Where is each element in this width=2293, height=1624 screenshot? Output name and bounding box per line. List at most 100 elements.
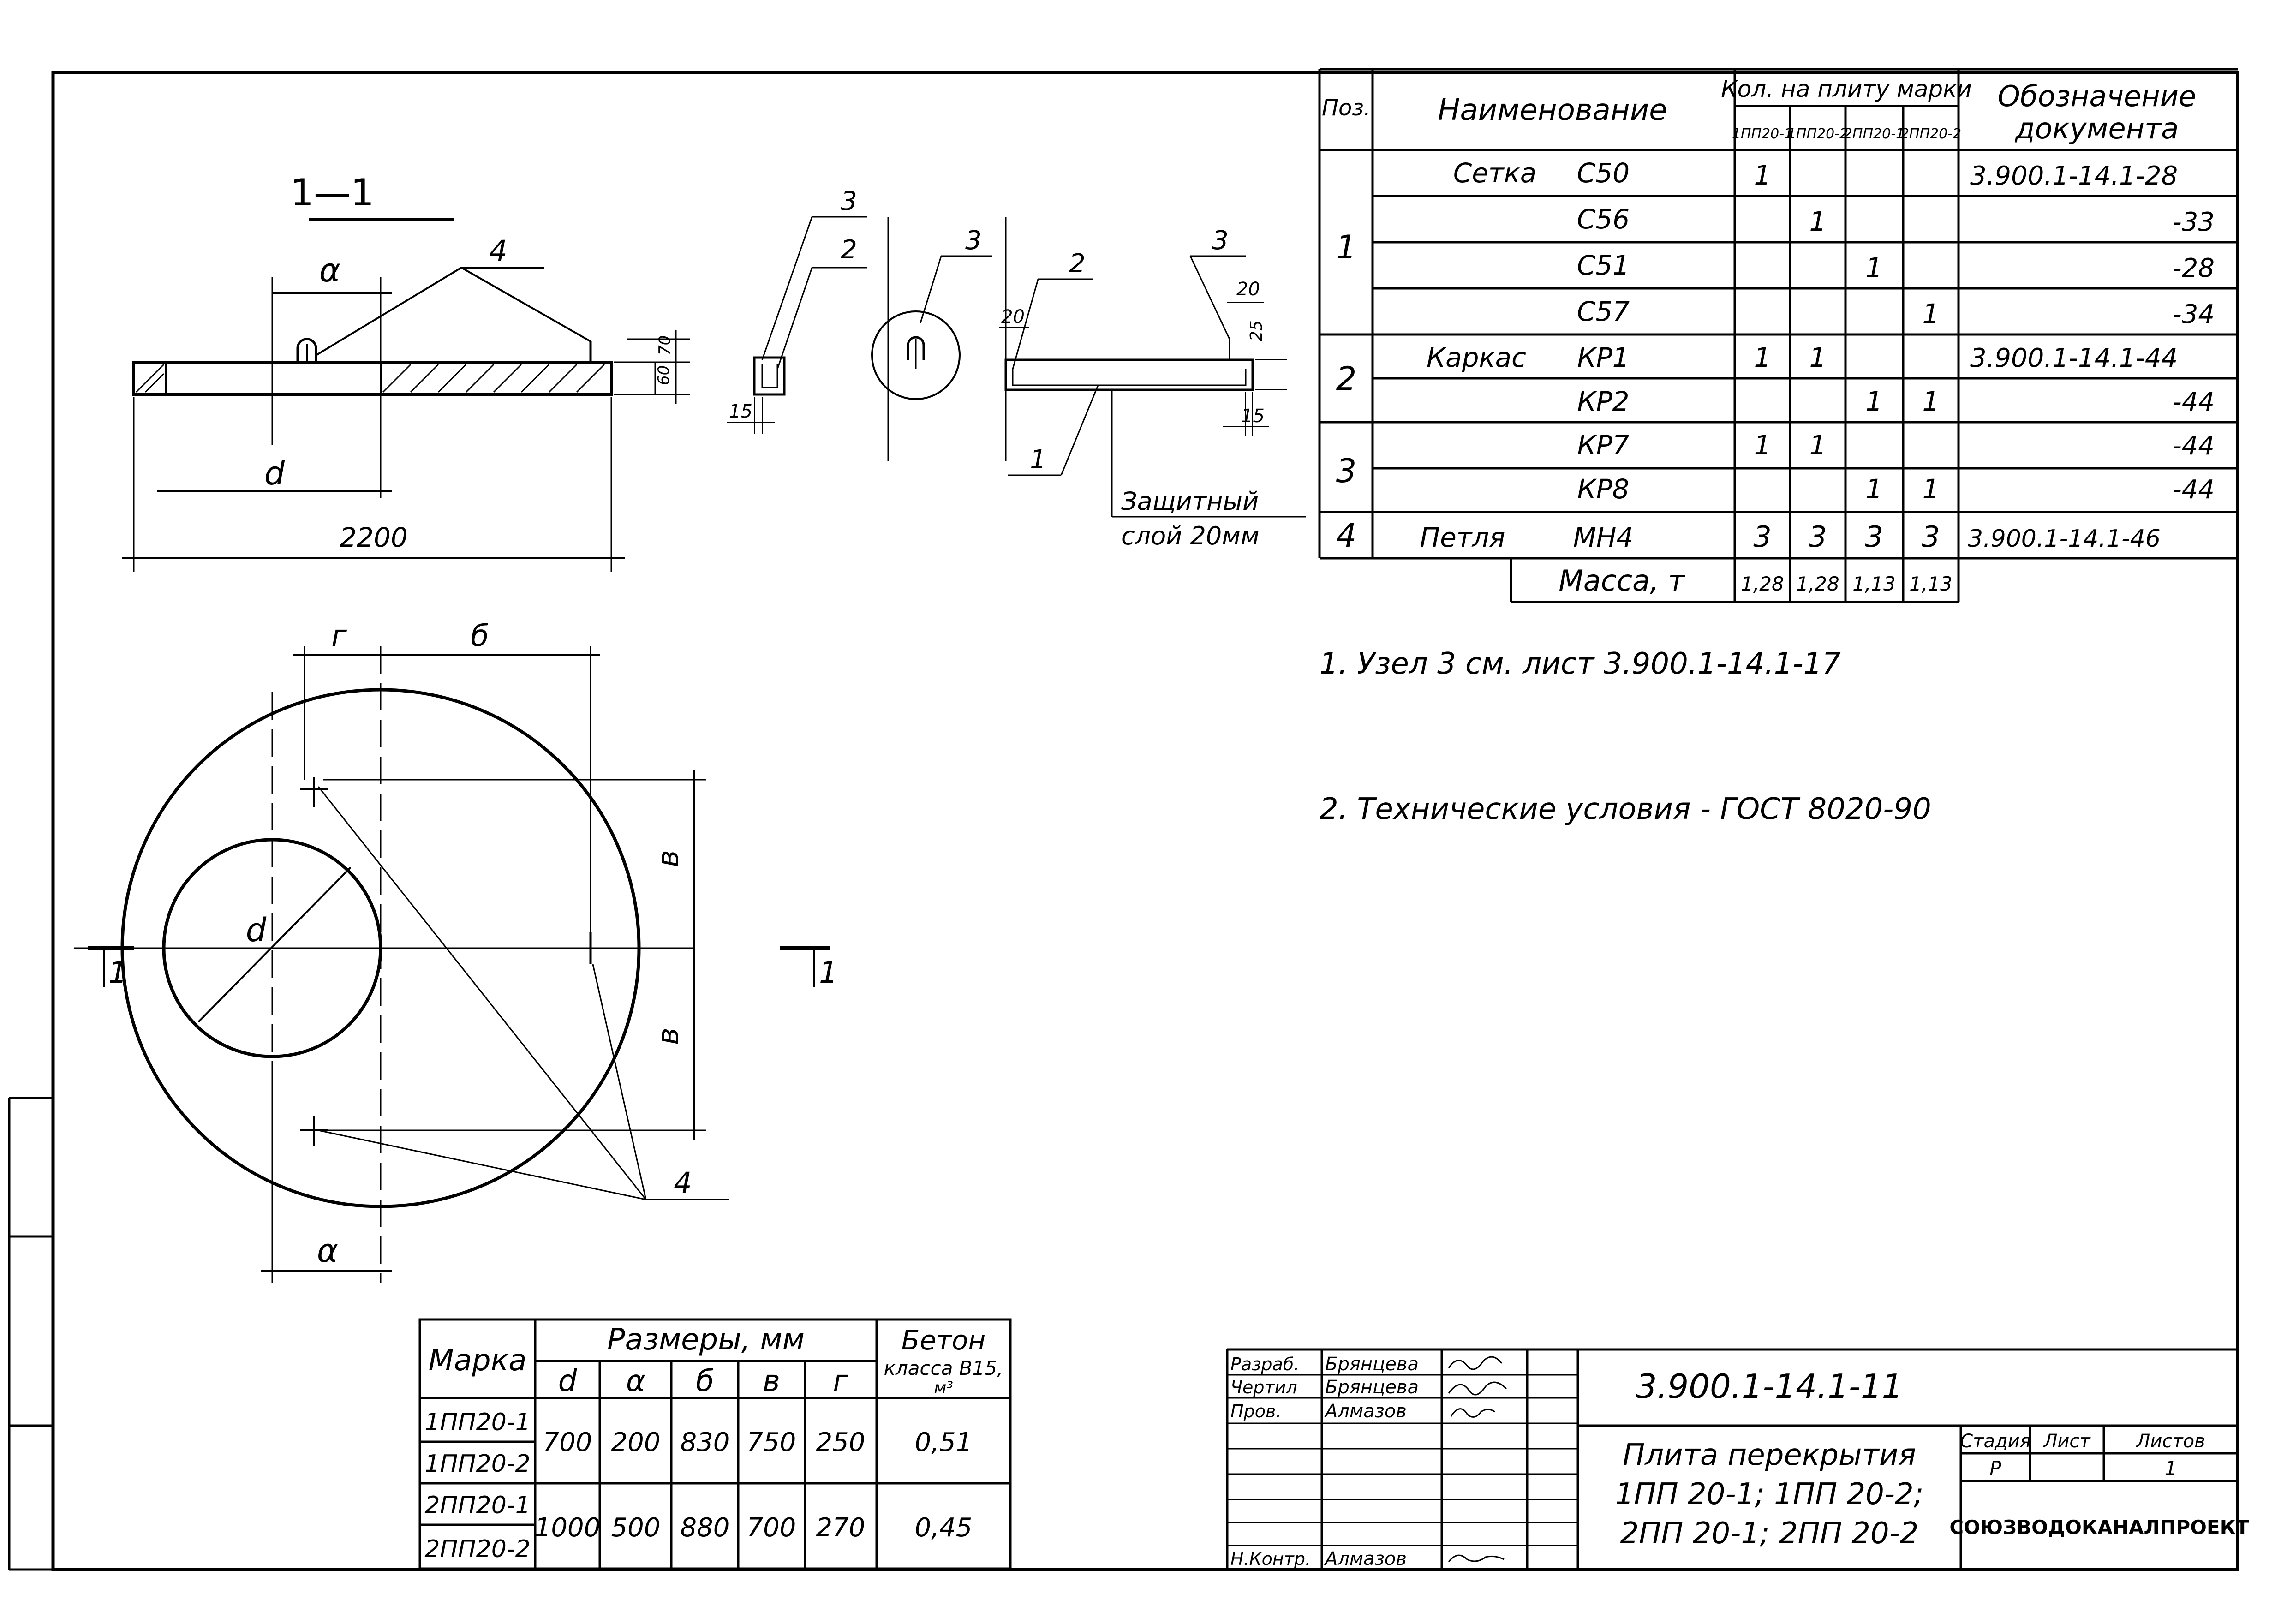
section-mark-right: 1 bbox=[819, 956, 838, 990]
spec-qty: 3 bbox=[1865, 520, 1883, 554]
tb-org: СОЮЗВОДОКАНАЛПРОЕКТ bbox=[1949, 1516, 2249, 1539]
plan-view: d г б в в α 1 1 4 bbox=[74, 619, 838, 1283]
dims-h-mark: Марка bbox=[429, 1343, 527, 1378]
spec-h-qty: Кол. на плиту марки bbox=[1721, 76, 1972, 102]
spec-name-karkas: Каркас bbox=[1427, 342, 1526, 373]
spec-h-name: Наименование bbox=[1438, 93, 1667, 127]
tb-title-3: 2ПП 20-1; 2ПП 20-2 bbox=[1620, 1517, 1918, 1551]
spec-doc: -34 bbox=[2173, 299, 2215, 329]
protective-layer-label-1: Защитный bbox=[1121, 487, 1259, 516]
plan-dim-v2: в bbox=[651, 1027, 686, 1045]
dims-cell: 700 bbox=[543, 1427, 592, 1457]
spec-name-setka: Сетка bbox=[1453, 157, 1537, 189]
tb-name: Брянцева bbox=[1325, 1377, 1419, 1398]
spec-code: МН4 bbox=[1573, 522, 1634, 553]
dims-h-concrete-1: Бетон bbox=[902, 1325, 986, 1356]
section-mark-left: 1 bbox=[108, 956, 127, 990]
spec-table: Поз. Наименование Кол. на плиту марки 1П… bbox=[1318, 68, 2238, 603]
spec-code: КР1 bbox=[1577, 342, 1629, 373]
dim-a-label: α bbox=[319, 251, 340, 289]
dim-25: 25 bbox=[1247, 320, 1266, 341]
callout-4: 4 bbox=[489, 234, 507, 268]
dims-mark: 2ПП20-2 bbox=[424, 1535, 530, 1563]
dim-d-label: d bbox=[264, 454, 285, 492]
spec-qty: 1 bbox=[1866, 386, 1883, 417]
callout-3a: 3 bbox=[841, 186, 857, 216]
dim-2200: 2200 bbox=[340, 522, 408, 553]
tb-name: Брянцева bbox=[1325, 1354, 1419, 1375]
plan-callout-4: 4 bbox=[674, 1166, 692, 1200]
tb-title-2: 1ПП 20-1; 1ПП 20-2; bbox=[1615, 1477, 1924, 1511]
spec-h-mark-2: 1ПП20-2 bbox=[1787, 126, 1848, 142]
spec-mass: 1,28 bbox=[1741, 573, 1784, 595]
spec-h-mark-4: 2ПП20-2 bbox=[1900, 126, 1961, 142]
tb-sheet-h: Лист bbox=[2042, 1431, 2091, 1452]
dims-cell: 750 bbox=[747, 1427, 796, 1457]
dims-cell: 0,51 bbox=[915, 1427, 973, 1457]
dim-60: 60 bbox=[655, 365, 673, 385]
dims-mark: 2ПП20-1 bbox=[424, 1492, 530, 1519]
dims-cell: 830 bbox=[681, 1427, 730, 1457]
callout-3b: 3 bbox=[965, 226, 982, 256]
spec-qty: 1 bbox=[1923, 386, 1940, 417]
section-1-1: 1—1 4 α bbox=[122, 171, 690, 572]
note-2: 2. Технические условия - ГОСТ 8020-90 bbox=[1320, 792, 1931, 826]
title-block: Разраб. Чертил Пров. Н.Контр. Брянцева Б… bbox=[1226, 1348, 2249, 1570]
spec-h-mark-3: 2ПП20-1 bbox=[1844, 126, 1905, 142]
spec-qty: 1 bbox=[1809, 206, 1827, 237]
signature-4 bbox=[1448, 1554, 1505, 1562]
dim-15a: 15 bbox=[729, 401, 752, 422]
dims-cell: 250 bbox=[816, 1427, 866, 1457]
dims-mark: 1ПП20-2 bbox=[424, 1450, 530, 1478]
dims-h-concrete-3: м³ bbox=[934, 1379, 953, 1397]
spec-code: С51 bbox=[1577, 250, 1630, 281]
dims-cell: 0,45 bbox=[915, 1513, 973, 1543]
plan-dim-d: d bbox=[246, 911, 267, 949]
dims-sub: г bbox=[833, 1364, 848, 1398]
spec-doc: 3.900.1-14.1-46 bbox=[1968, 525, 2161, 553]
spec-doc: 3.900.1-14.1-44 bbox=[1970, 343, 2178, 373]
dims-mark: 1ПП20-1 bbox=[424, 1409, 530, 1436]
spec-doc: -44 bbox=[2173, 475, 2215, 505]
callout-2a: 2 bbox=[841, 235, 857, 265]
dims-cell: 1000 bbox=[535, 1513, 601, 1543]
tb-title-1: Плита перекрытия bbox=[1623, 1438, 1916, 1472]
spec-h-doc-2: документа bbox=[2015, 112, 2179, 145]
tb-name: Алмазов bbox=[1324, 1548, 1407, 1570]
spec-name-petlya: Петля bbox=[1420, 522, 1505, 553]
dims-sub: б bbox=[696, 1364, 714, 1398]
spec-doc: -28 bbox=[2173, 253, 2215, 283]
spec-doc: -44 bbox=[2173, 387, 2215, 417]
binding-strip bbox=[8, 1097, 53, 1571]
dims-cell: 500 bbox=[611, 1513, 661, 1543]
spec-pos-3: 3 bbox=[1336, 452, 1357, 490]
tb-role: Н.Контр. bbox=[1230, 1549, 1311, 1569]
tb-sheets-h: Листов bbox=[2135, 1431, 2205, 1452]
spec-doc: 3.900.1-14.1-28 bbox=[1970, 161, 2178, 191]
spec-pos-1: 1 bbox=[1336, 228, 1357, 266]
spec-qty: 3 bbox=[1922, 520, 1940, 554]
spec-qty: 3 bbox=[1809, 520, 1827, 554]
signature-3 bbox=[1450, 1408, 1495, 1418]
protective-layer-label-2: слой 20мм bbox=[1121, 521, 1260, 550]
callout-3c: 3 bbox=[1212, 226, 1229, 256]
spec-code: КР8 bbox=[1577, 473, 1629, 505]
spec-qty: 1 bbox=[1754, 430, 1771, 461]
dim-20b: 20 bbox=[1236, 279, 1260, 300]
spec-qty: 1 bbox=[1754, 342, 1771, 373]
spec-doc: -44 bbox=[2173, 431, 2215, 461]
spec-mass: 1,13 bbox=[1852, 573, 1896, 595]
signature-1 bbox=[1448, 1356, 1503, 1370]
tb-stage-h: Стадия bbox=[1960, 1431, 2030, 1452]
spec-doc: -33 bbox=[2173, 207, 2215, 237]
spec-code: С57 bbox=[1577, 296, 1630, 327]
spec-h-doc-1: Обозначение bbox=[1998, 79, 2196, 113]
detail-view: 3 2 3 2 3 1 Защитный слой 20мм 20 20 25 … bbox=[727, 186, 1306, 550]
tb-role: Чертил bbox=[1230, 1377, 1297, 1397]
tb-sheets: 1 bbox=[2165, 1457, 2177, 1480]
spec-mass-label: Масса, т bbox=[1559, 564, 1685, 597]
plan-dim-a: α bbox=[317, 1232, 338, 1270]
spec-qty: 1 bbox=[1923, 298, 1940, 329]
dims-cell: 270 bbox=[816, 1513, 866, 1543]
tb-stage: Р bbox=[1989, 1457, 2001, 1480]
